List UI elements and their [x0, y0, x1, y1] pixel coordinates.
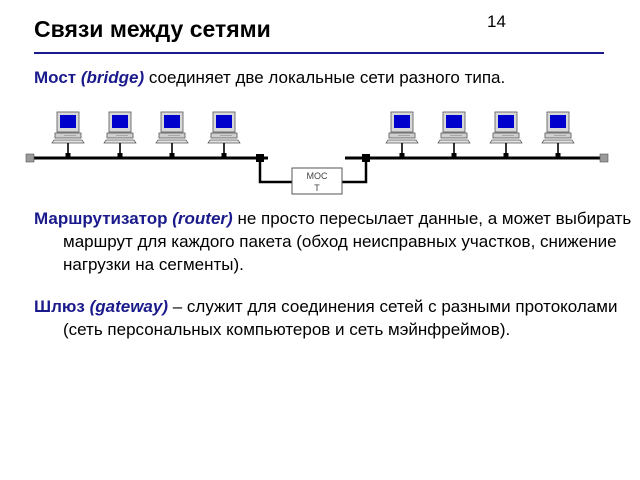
computer-icon — [541, 111, 575, 159]
computer-icon — [51, 111, 85, 159]
left-terminator — [25, 153, 35, 163]
bridge-label-line2: Т — [314, 183, 320, 193]
computer-icon — [437, 111, 471, 159]
network-diagram: МОС Т — [25, 111, 609, 195]
router-text: не просто пересылает данные, а может выб… — [63, 209, 632, 274]
right-bus-connector — [362, 154, 370, 162]
title-divider — [34, 52, 604, 54]
right-terminator — [599, 153, 609, 163]
bridge-label-line1: МОС — [307, 171, 328, 181]
page-title: Связи между сетями — [34, 16, 271, 42]
router-term: Маршрутизатор (router) — [34, 209, 233, 228]
gateway-text: – служит для соединения сетей с разными … — [63, 297, 618, 339]
computer-icon — [103, 111, 137, 159]
computer-icon — [207, 111, 241, 159]
computer-icon — [155, 111, 189, 159]
router-paragraph: Маршрутизатор (router) не просто пересыл… — [34, 207, 640, 276]
bridge-text: соединяет две локальные сети разного тип… — [144, 68, 506, 87]
left-bus-connector — [256, 154, 264, 162]
bridge-link-left — [258, 162, 292, 184]
computer-icon — [489, 111, 523, 159]
gateway-term: Шлюз (gateway) — [34, 297, 169, 316]
computer-icon — [385, 111, 419, 159]
gateway-paragraph: Шлюз (gateway) – служит для соединения с… — [34, 295, 640, 341]
bridge-link-right — [342, 162, 368, 184]
bridge-device: МОС Т — [291, 167, 343, 195]
bridge-paragraph: Мост (bridge) соединяет две локальные се… — [34, 66, 614, 89]
bridge-term: Мост (bridge) — [34, 68, 145, 87]
page-number: 14 — [487, 12, 506, 31]
